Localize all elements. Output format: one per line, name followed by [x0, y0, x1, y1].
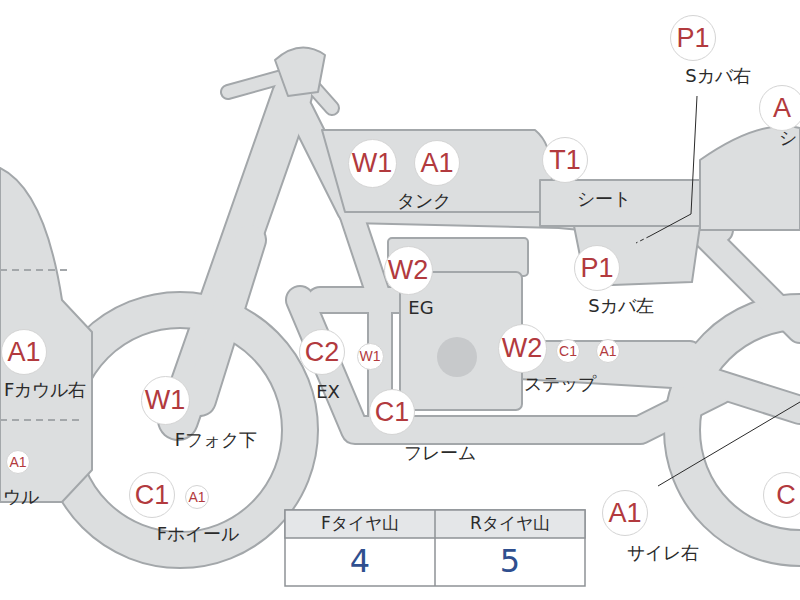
callout-circle: P1 — [574, 245, 620, 291]
callout-circle: W1 — [348, 139, 397, 188]
callout-number: A — [773, 95, 791, 122]
part-label: EG — [408, 298, 433, 318]
small-callout-circle: A1 — [185, 485, 209, 509]
part-label: Sカバ左 — [588, 296, 653, 316]
callout-circle: W2 — [498, 324, 547, 373]
callout-number: W1 — [360, 349, 381, 363]
callout-circle: A1 — [414, 140, 460, 186]
part-label: Fカウル右 — [4, 380, 86, 400]
callout-number: P1 — [676, 25, 709, 52]
callout-circle: A1 — [602, 490, 648, 536]
table-cell: 5 — [500, 544, 520, 579]
callout-number: W1 — [145, 387, 186, 414]
table-cell: 4 — [350, 544, 370, 579]
callout-circle: C2 — [299, 329, 345, 375]
callout-circle: C — [763, 472, 800, 518]
callout-number: A1 — [9, 455, 26, 469]
callout-number: A1 — [599, 344, 616, 358]
callout-circle: T1 — [542, 137, 588, 183]
callout-number: C2 — [305, 339, 340, 366]
part-label: フレーム — [404, 443, 476, 463]
small-callout-circle: A1 — [6, 450, 30, 474]
part-label: ウル — [3, 487, 39, 507]
part-label: タンク — [397, 191, 451, 211]
callout-number: C — [776, 482, 796, 509]
callout-number: W2 — [502, 335, 543, 362]
callout-number: A1 — [188, 490, 205, 504]
callout-number: C1 — [375, 399, 410, 426]
table-cell: Rタイヤ山 — [470, 514, 550, 533]
callout-circle: C1 — [129, 472, 175, 518]
part-label: EX — [316, 382, 340, 402]
callout-number: W1 — [352, 150, 393, 177]
part-label: Sカバ右 — [685, 66, 750, 86]
part-label: ステップ — [524, 374, 596, 394]
callout-circle: W1 — [141, 376, 190, 425]
callout-circle: A1 — [1, 329, 47, 375]
callout-number: T1 — [549, 147, 581, 174]
callout-circle: P1 — [670, 15, 716, 61]
part-label: シ — [779, 128, 797, 148]
callout-circle: W2 — [384, 246, 433, 295]
small-callout-circle: C1 — [556, 339, 580, 363]
part-label: Fフォク下 — [175, 430, 257, 450]
part-label: サイレ右 — [627, 543, 699, 563]
callout-number: C1 — [559, 344, 577, 358]
small-callout-circle: A1 — [596, 339, 620, 363]
callout-number: A1 — [420, 150, 453, 177]
callout-number: P1 — [580, 255, 613, 282]
callout-number: A1 — [608, 500, 641, 527]
small-callout-circle: W1 — [357, 343, 384, 370]
callout-circle: A — [759, 85, 800, 131]
callout-number: C1 — [135, 482, 170, 509]
callout-number: W2 — [388, 257, 429, 284]
table-cell: Fタイヤ山 — [321, 514, 399, 533]
callout-number: A1 — [7, 339, 40, 366]
part-label: Fホイール — [157, 524, 239, 544]
callout-circle: C1 — [369, 389, 415, 435]
part-label: シート — [577, 189, 631, 209]
